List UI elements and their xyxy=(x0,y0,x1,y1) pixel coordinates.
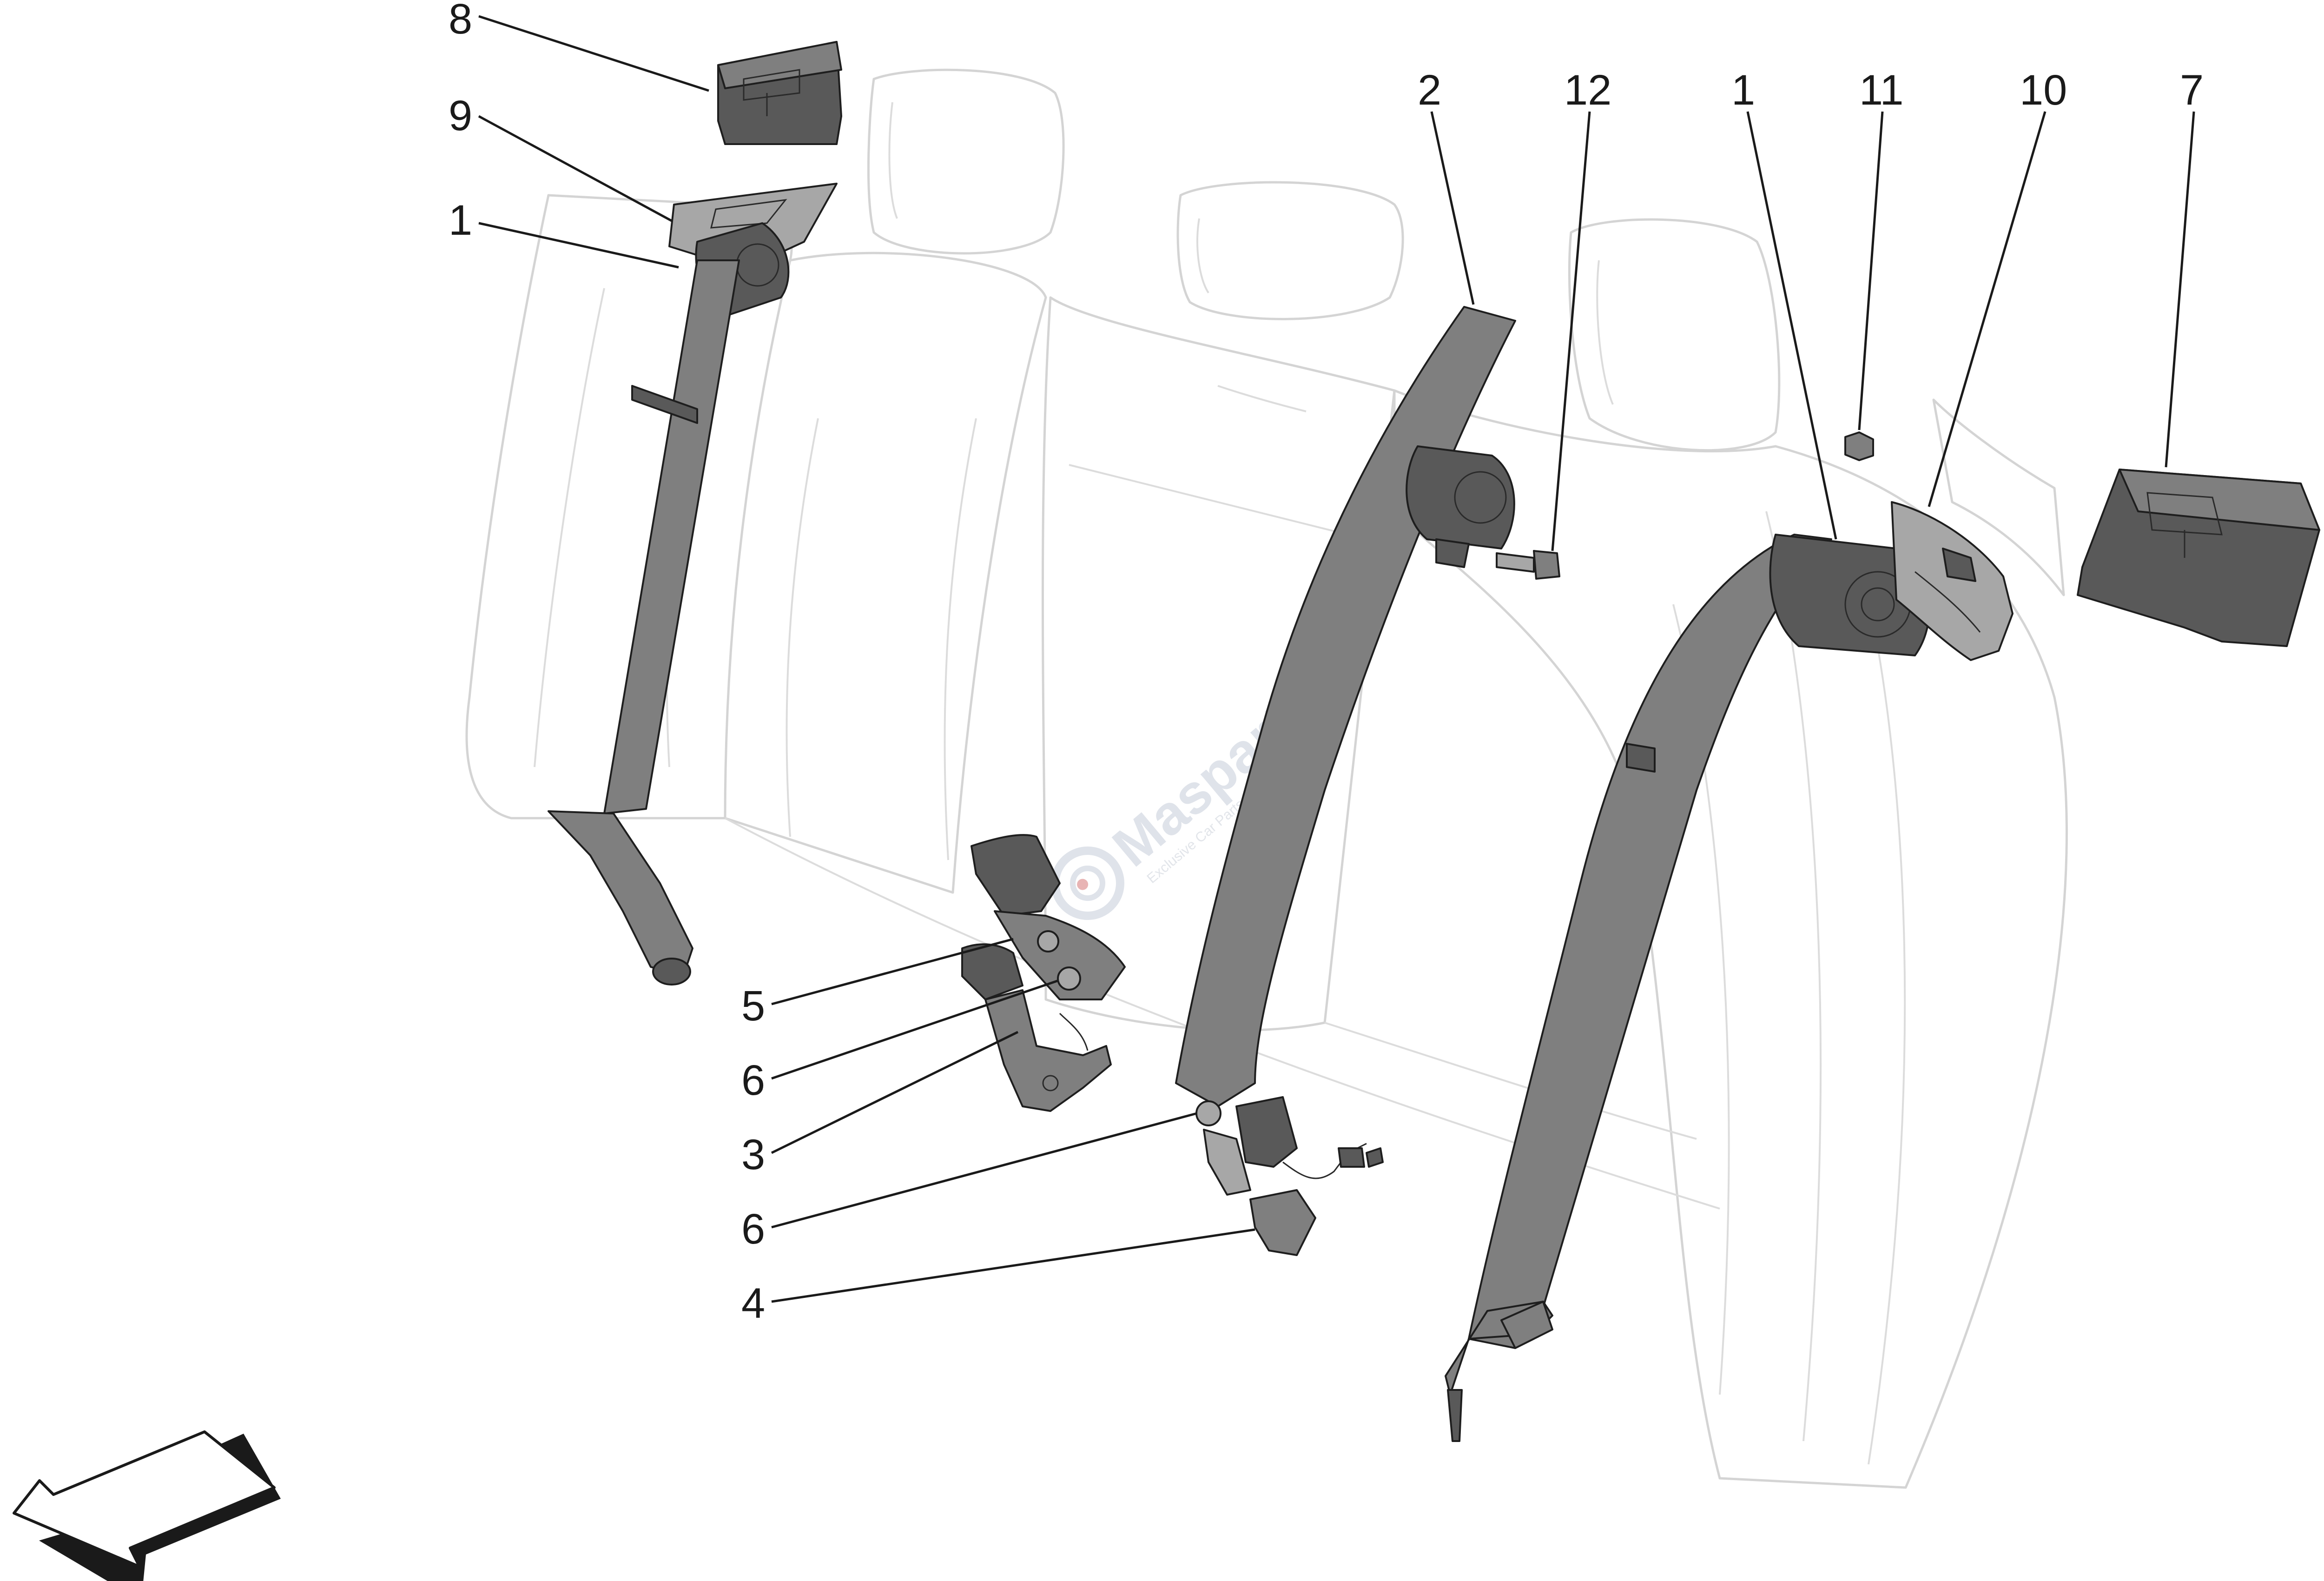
callout-8: 8 xyxy=(449,0,472,43)
callout-7: 7 xyxy=(2180,66,2204,114)
part-1-right-retractor-belt xyxy=(1445,534,1930,1442)
callout-6-upper: 6 xyxy=(741,1057,765,1104)
callout-3: 3 xyxy=(741,1131,765,1178)
callout-2: 2 xyxy=(1418,66,1441,114)
callout-labels: 8 9 1 2 12 1 11 10 7 5 6 3 6 4 xyxy=(449,0,2204,1327)
part-4-center-buckle-anchor xyxy=(1195,1096,1384,1256)
gear-logo-icon xyxy=(1051,847,1124,920)
callout-10: 10 xyxy=(2020,66,2067,114)
callout-11: 11 xyxy=(1859,66,1904,114)
part-1-left-retractor-belt xyxy=(548,222,790,986)
callout-5: 5 xyxy=(741,982,765,1030)
callout-9: 9 xyxy=(449,92,472,139)
part-8-left-upper-cover xyxy=(717,41,842,145)
part-7-right-upper-cover xyxy=(2077,469,2320,647)
callout-1-left: 1 xyxy=(449,197,472,244)
part-5-left-buckle xyxy=(971,834,1126,1000)
part-3-left-anchor xyxy=(961,943,1112,1112)
front-direction-arrow-icon xyxy=(13,1430,281,1581)
part-10-right-bracket xyxy=(1891,501,2014,661)
callout-6-lower: 6 xyxy=(741,1205,765,1253)
part-6-upper-bolt xyxy=(1057,966,1081,991)
part-12-bolt xyxy=(1496,550,1560,580)
callout-1-right: 1 xyxy=(1731,66,1755,114)
part-11-nut xyxy=(1844,431,1874,461)
leader-lines xyxy=(478,15,2195,1303)
callout-4: 4 xyxy=(741,1280,765,1327)
callout-12: 12 xyxy=(1564,66,1611,114)
